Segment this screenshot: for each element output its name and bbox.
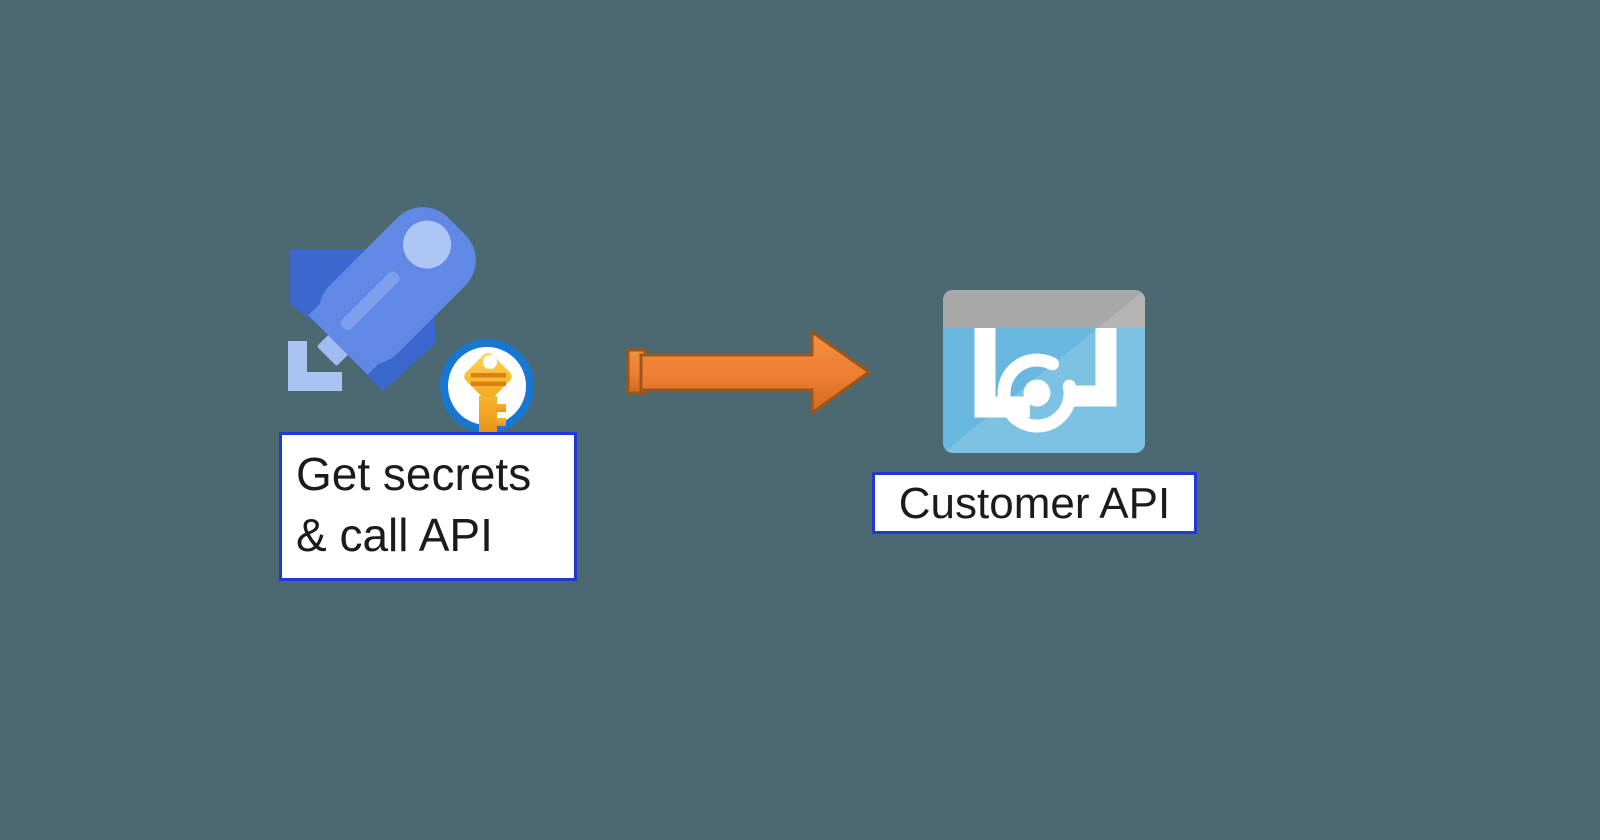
- api-glyph-right-connector: [1072, 328, 1117, 407]
- rocket-body-tail: [308, 289, 394, 375]
- rocket-bracket: [288, 341, 342, 391]
- right-block-arrow: [626, 329, 872, 416]
- api-app-window-icon: [943, 290, 1145, 453]
- api-window-titlebar: [943, 290, 1145, 328]
- api-glyph-dot: [1023, 379, 1051, 407]
- api-glyph-ring-arc: [997, 353, 1077, 433]
- key-line-1: [471, 373, 506, 378]
- key-tooth-2: [496, 418, 506, 426]
- key-shaft: [479, 396, 497, 432]
- arrow-body: [639, 329, 872, 416]
- key-line-2: [471, 381, 506, 386]
- client-label-line2: & call API: [296, 509, 493, 561]
- client-app-rocket-icon: [288, 207, 534, 433]
- key-tooth-1: [496, 404, 506, 412]
- rocket-window: [403, 220, 452, 269]
- client-label-line1: Get secrets: [296, 448, 532, 500]
- customer-api-label-box: Customer API: [872, 472, 1197, 534]
- rocket-stripe: [340, 271, 400, 331]
- key-hole: [483, 355, 497, 369]
- customer-api-label: Customer API: [898, 479, 1171, 528]
- api-glyph: [974, 328, 1117, 433]
- client-app-label-box: Get secrets & call API: [279, 432, 577, 581]
- api-glyph-left-connector: [974, 328, 1030, 418]
- key-vault-key-icon: [440, 339, 534, 433]
